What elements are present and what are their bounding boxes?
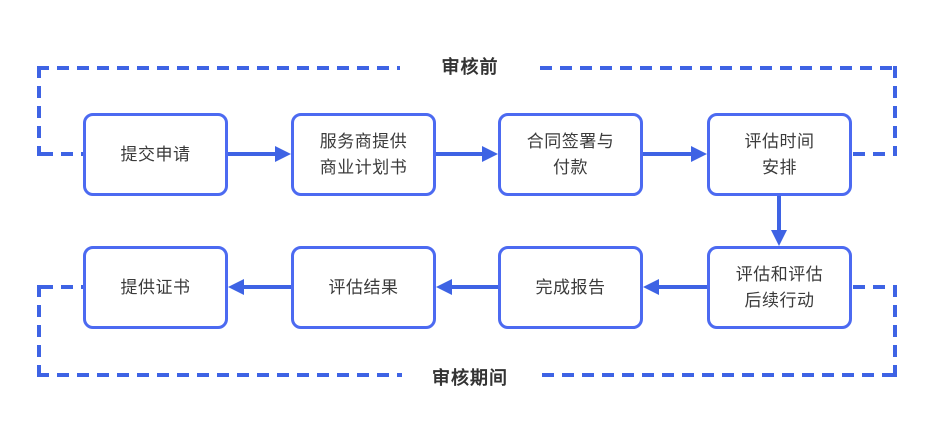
arrow-head	[691, 146, 707, 162]
phase-before-bracket-top-right	[540, 66, 897, 70]
arrow-line	[436, 152, 484, 156]
arrow-line	[657, 285, 707, 289]
phase-before-bracket-left	[37, 66, 41, 156]
phase-during-bracket-right	[893, 285, 897, 377]
phase-during-bracket-stub-right	[853, 285, 893, 289]
arrow-head	[643, 279, 659, 295]
arrow-contract-to-schedule-icon	[643, 146, 707, 162]
node-provide-certificate-label: 提供证书	[120, 277, 191, 297]
arrow-head	[771, 230, 787, 246]
phase-during-bracket-left	[37, 285, 41, 377]
arrow-line	[450, 285, 498, 289]
node-assessment-result-label: 评估结果	[328, 277, 399, 297]
arrow-line	[228, 152, 277, 156]
node-complete-report: 完成报告	[498, 246, 643, 329]
node-submit-application: 提交申请	[83, 113, 228, 196]
arrow-head	[275, 146, 291, 162]
node-assessment-schedule-label: 评估时间 安排	[744, 131, 815, 177]
phase-before-bracket-right	[893, 66, 897, 156]
arrow-line	[643, 152, 693, 156]
node-assessment-schedule: 评估时间 安排	[707, 113, 852, 196]
node-provider-business-plan-label: 服务商提供 商业计划书	[319, 131, 408, 177]
node-provider-business-plan: 服务商提供 商业计划书	[291, 113, 436, 196]
arrow-head	[228, 279, 244, 295]
phase-before-bracket-stub-right	[853, 152, 893, 156]
arrow-plan-to-contract-icon	[436, 146, 498, 162]
phase-before-label: 审核前	[441, 57, 499, 77]
phase-during-label: 审核期间	[432, 368, 508, 388]
phase-before-bracket-top-left	[37, 66, 400, 70]
node-complete-report-label: 完成报告	[535, 277, 606, 297]
node-assessment-followup: 评估和评估 后续行动	[707, 246, 852, 329]
node-contract-and-payment: 合同签署与 付款	[498, 113, 643, 196]
arrow-schedule-to-followup-icon	[771, 196, 787, 246]
phase-during-bracket-bottom-left	[37, 373, 402, 377]
phase-during-bracket-stub-left	[41, 285, 83, 289]
arrow-followup-to-report-icon	[643, 279, 707, 295]
node-submit-application-label: 提交申请	[120, 144, 191, 164]
arrow-line	[242, 285, 291, 289]
arrow-head	[482, 146, 498, 162]
arrow-result-to-certificate-icon	[228, 279, 291, 295]
node-contract-and-payment-label: 合同签署与 付款	[526, 131, 615, 177]
arrow-head	[436, 279, 452, 295]
node-provide-certificate: 提供证书	[83, 246, 228, 329]
phase-during-bracket-bottom-right	[542, 373, 897, 377]
arrow-line	[777, 196, 781, 232]
phase-before-bracket-stub-left	[41, 152, 83, 156]
arrow-report-to-result-icon	[436, 279, 498, 295]
node-assessment-followup-label: 评估和评估 后续行动	[735, 264, 824, 310]
arrow-submit-to-plan-icon	[228, 146, 291, 162]
node-assessment-result: 评估结果	[291, 246, 436, 329]
